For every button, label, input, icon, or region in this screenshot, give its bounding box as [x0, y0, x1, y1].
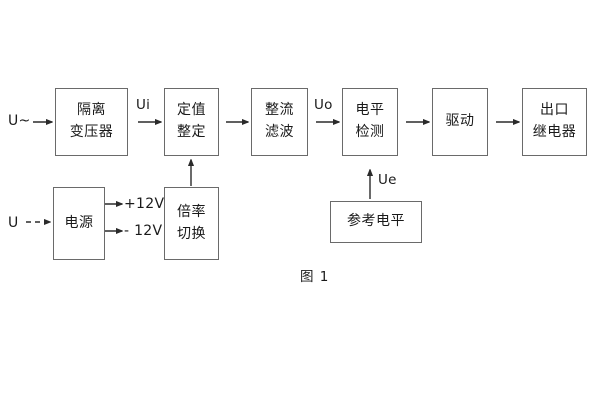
block-multiplier-switch[interactable]: 倍率 切换 [164, 187, 219, 260]
block-power-supply[interactable]: 电源 [53, 187, 105, 260]
label-signal-ue: Ue [378, 172, 397, 188]
block-label-line: 定值 [177, 102, 206, 119]
label-signal-uo: Uo [314, 97, 333, 113]
block-isolation-transformer[interactable]: 隔离 变压器 [55, 88, 128, 156]
block-rectifier-filter[interactable]: 整流 滤波 [251, 88, 308, 156]
block-label-line: 整定 [177, 124, 206, 140]
block-label-line: 电平 [355, 102, 385, 119]
block-setting-value[interactable]: 定值 整定 [164, 88, 219, 156]
block-level-detection[interactable]: 电平 检测 [342, 88, 398, 156]
block-label-line: 变压器 [69, 124, 114, 140]
block-label-line: 整流 [265, 102, 294, 119]
block-label-line: 继电器 [532, 124, 577, 140]
block-label-line: 出口 [540, 102, 569, 119]
block-label-line: 切换 [177, 225, 206, 242]
label-input-dc-voltage: U [8, 215, 19, 231]
block-label-line: 倍率 [177, 203, 206, 220]
block-label-line: 电源 [64, 214, 94, 231]
block-label-line: 隔离 [77, 102, 106, 119]
block-output-relay[interactable]: 出口 继电器 [522, 88, 587, 156]
block-label-line: 检测 [355, 124, 385, 140]
block-reference-level[interactable]: 参考电平 [330, 201, 422, 243]
block-driver[interactable]: 驱动 [432, 88, 488, 156]
label-signal-ui: Ui [136, 97, 151, 113]
block-label-line: 驱动 [445, 113, 475, 130]
block-label-line: 参考电平 [347, 213, 405, 230]
block-label-line: 滤波 [265, 124, 294, 140]
label-supply-negative: - 12V [124, 223, 163, 239]
figure-caption: 图 1 [300, 269, 330, 285]
label-input-ac-voltage: U~ [8, 113, 31, 129]
label-supply-positive: +12V [124, 196, 165, 212]
